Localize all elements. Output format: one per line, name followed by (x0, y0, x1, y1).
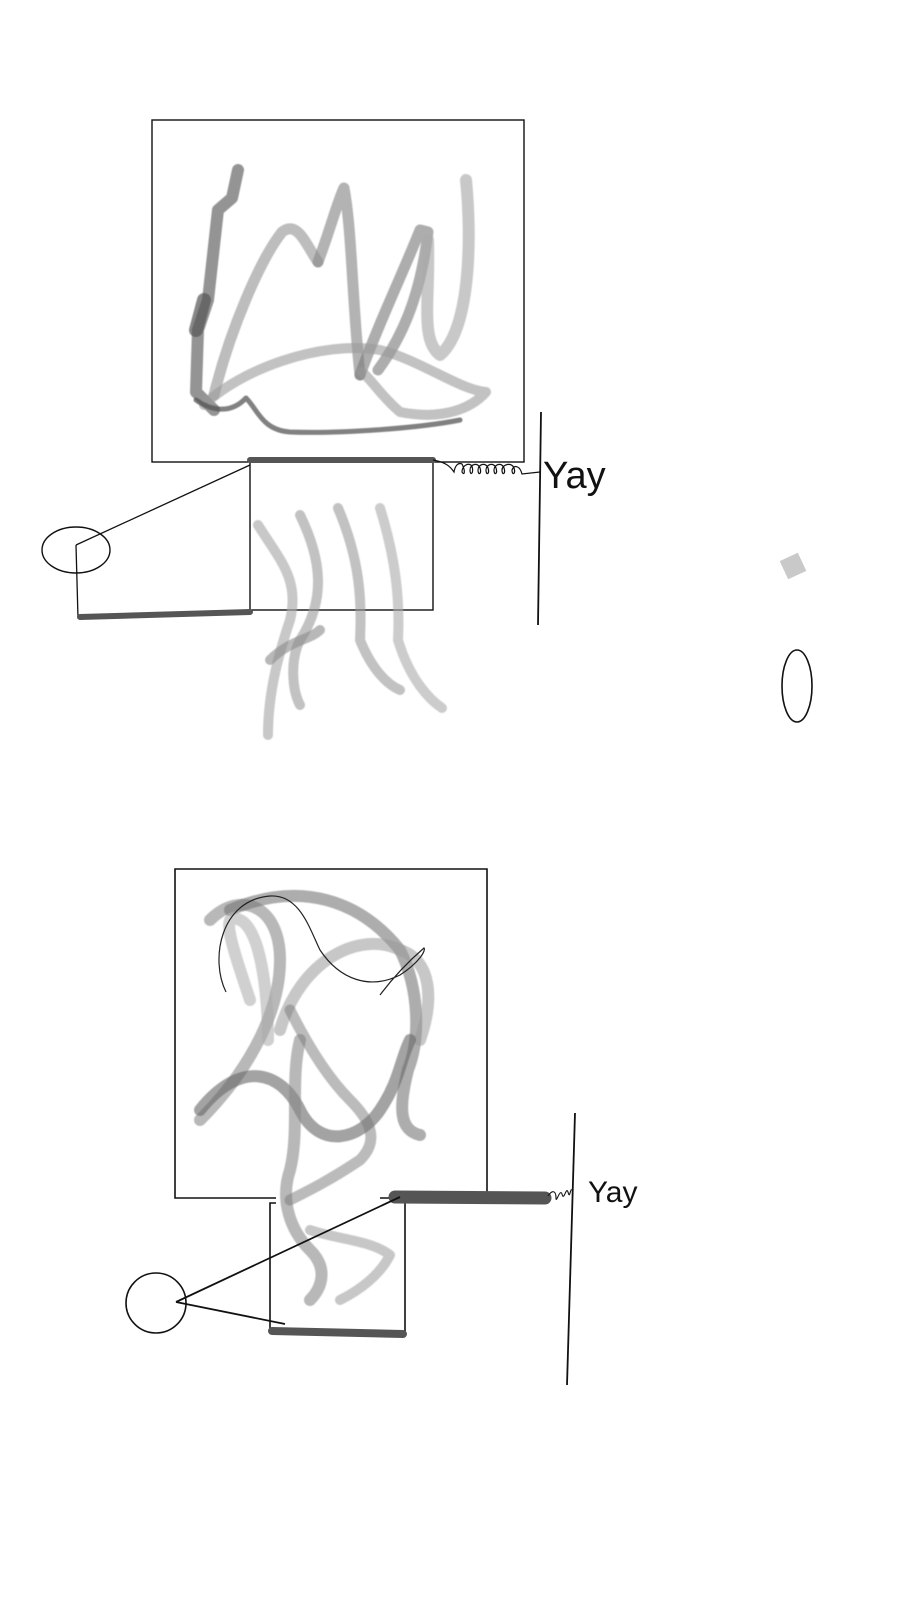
sketch-bottom: Yay (125, 868, 637, 1386)
bottom-large-frame (174, 868, 488, 1199)
bottom-spring (547, 1189, 573, 1200)
top-yay-label: Yay (543, 455, 606, 497)
bottom-left-circle (125, 1272, 187, 1334)
top-spring (432, 459, 541, 475)
top-thick-bar-lower (77, 609, 253, 620)
bottom-line-to-upper (175, 1196, 401, 1303)
top-left-ellipse (41, 526, 111, 574)
right-ellipse (781, 649, 813, 723)
bottom-wall-line (566, 1112, 576, 1386)
bottom-yay-label: Yay (588, 1176, 637, 1209)
bottom-thick-bar-lower (268, 1327, 407, 1338)
bottom-small-frame (269, 1200, 406, 1334)
top-diagonal-line (75, 464, 251, 546)
top-small-frame (249, 461, 434, 611)
bottom-loop-line (218, 895, 425, 996)
top-wall-line (537, 411, 542, 626)
top-hanging-ribbons (253, 503, 447, 740)
right-square-mark (779, 552, 807, 580)
sketch-top: Yay (41, 119, 813, 740)
bottom-line-to-lower (175, 1301, 286, 1325)
bottom-ribbon-scribble (194, 889, 435, 1306)
bottom-thick-bar-upper (388, 1190, 552, 1205)
top-vertical-line (75, 544, 79, 619)
top-ribbon-scribble (189, 164, 491, 435)
